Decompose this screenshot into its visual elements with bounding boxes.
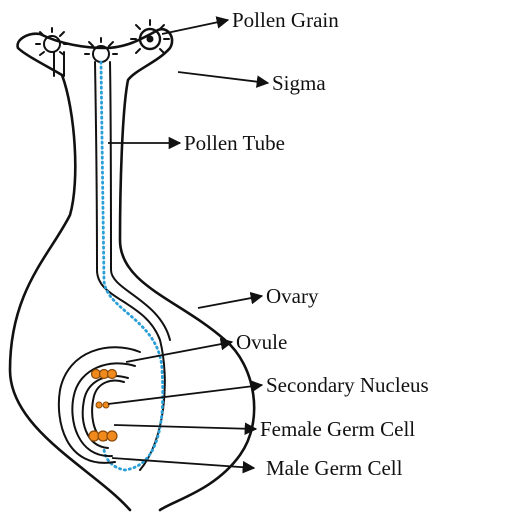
pistil-outline (10, 29, 254, 510)
label-sigma: Sigma (272, 71, 326, 95)
label-ovary: Ovary (266, 284, 319, 308)
leader-secondary-nucleus (108, 385, 262, 404)
leader-pollen-grain (162, 20, 228, 34)
secondary-nucleus (96, 402, 109, 408)
label-pollen-tube: Pollen Tube (184, 131, 285, 155)
female-germ-cell (89, 431, 117, 441)
leader-ovule (126, 342, 232, 362)
label-female-germ-cell: Female Germ Cell (260, 417, 415, 441)
embryo-sac (92, 381, 124, 440)
style-canal (95, 62, 170, 470)
label-male-germ-cell: Male Germ Cell (266, 456, 403, 480)
leader-ovary (198, 296, 262, 308)
pollen-grain-middle (85, 38, 117, 62)
antipodal-cells (92, 370, 117, 379)
pollen-grain-right (131, 20, 169, 53)
label-secondary-nucleus: Secondary Nucleus (266, 373, 429, 397)
label-pollen-grain: Pollen Grain (232, 8, 339, 32)
label-ovule: Ovule (236, 330, 287, 354)
leader-sigma (178, 72, 268, 83)
leader-female-germ-cell (114, 425, 256, 429)
